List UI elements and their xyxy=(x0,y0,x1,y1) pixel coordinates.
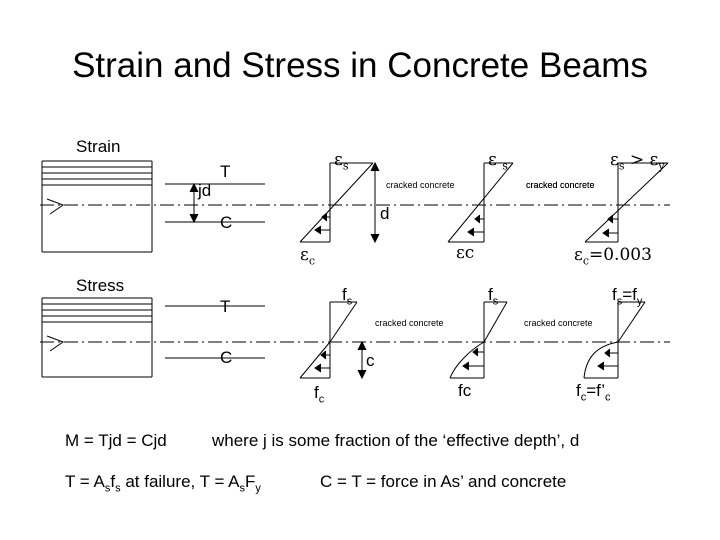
stress-diagram-3 xyxy=(583,301,646,379)
strain-2-note: cracked concrete xyxy=(526,180,595,190)
strain-1-note: cracked concrete xyxy=(386,180,455,190)
strain-3-top-label: εs > εy xyxy=(610,150,665,173)
stress-3-bottom-label: fc=f’c xyxy=(576,381,611,404)
stress-heading: Stress xyxy=(76,276,125,295)
stress-1-top-label: fs xyxy=(342,285,353,308)
stress-beam-section xyxy=(41,297,153,378)
page-title: Strain and Stress in Concrete Beams xyxy=(72,46,648,85)
compression-equation: C = T = force in As’ and concrete xyxy=(320,472,567,491)
stress-2-bottom-label: fc xyxy=(458,381,472,400)
stress-1-note: cracked concrete xyxy=(375,318,444,328)
stress-3-top-label: fs=fy xyxy=(612,285,643,308)
strain-1-bottom-label: εc xyxy=(300,245,315,268)
stress-tension-label: T xyxy=(220,297,231,316)
strain-2-top-label: ε s xyxy=(488,150,508,173)
stress-2-top-label: fs xyxy=(488,285,499,308)
moment-equation: M = Tjd = Cjd xyxy=(65,431,167,450)
stress-diagram-1 xyxy=(299,301,367,380)
stress-2-note: cracked concrete xyxy=(524,318,593,328)
stress-diagram-2 xyxy=(449,301,508,379)
lever-arm-note: where j is some fraction of the ‘effecti… xyxy=(212,431,580,450)
strain-beam-section xyxy=(41,160,153,253)
strain-compression-label: C xyxy=(220,213,233,232)
stress-1-bottom-label: fc xyxy=(314,383,325,406)
depth-label: d xyxy=(380,204,390,223)
tension-equation: T = Asfs at failure, T = AsFy xyxy=(65,472,261,495)
strain-3-note: cracked concrete xyxy=(526,180,595,190)
centroid-label: c xyxy=(366,351,375,370)
stress-compression-label: C xyxy=(220,348,233,367)
strain-heading: Strain xyxy=(76,137,121,156)
strain-diagram-1 xyxy=(299,161,380,244)
strain-diagram-3 xyxy=(584,162,669,243)
strain-diagram-2 xyxy=(447,162,514,243)
strain-tension-label: T xyxy=(220,162,231,181)
strain-lever-arm-label: jd xyxy=(198,181,212,200)
strain-2-bottom-label: εc xyxy=(456,243,475,263)
strain-1-top-label: εs xyxy=(334,150,349,173)
strain-3-bottom-label: εc=0.003 xyxy=(574,245,652,268)
